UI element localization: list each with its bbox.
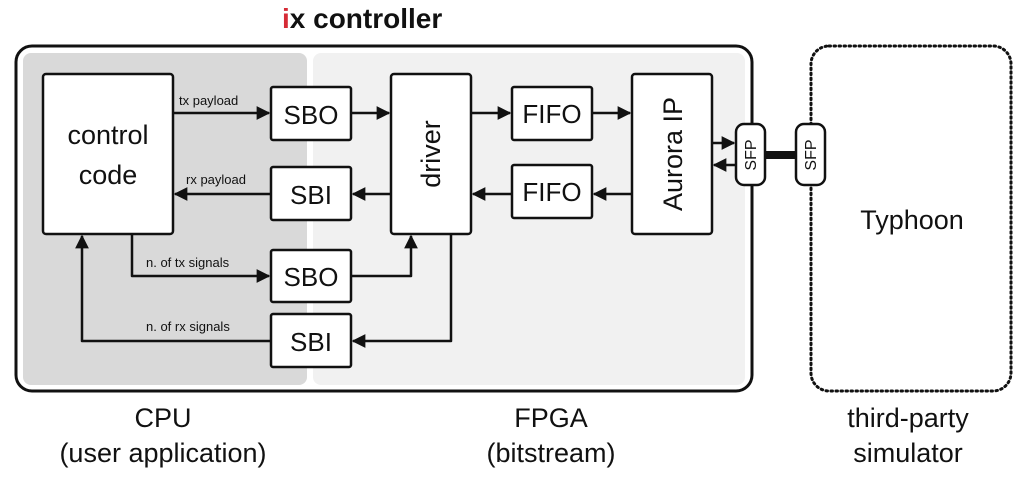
tx-signals-arrow [130, 234, 271, 283]
control-code-label-2: code [79, 160, 138, 190]
simulator-caption: third-party [847, 403, 969, 433]
driver-to-sbi-signals-arrow [351, 234, 453, 348]
tx-signals-label: n. of tx signals [146, 255, 230, 270]
rx-signals-label: n. of rx signals [146, 319, 230, 334]
diagram-title: ix controller [282, 3, 442, 34]
driver-label: driver [416, 120, 446, 188]
control-code-label-1: control [67, 120, 148, 150]
sfp-remote-label: SFP [803, 139, 820, 170]
sbo-payload-label: SBO [284, 100, 339, 130]
sfp-local-label: SFP [743, 139, 760, 170]
title-rest: x controller [290, 3, 443, 34]
rx-payload-label: rx payload [186, 172, 246, 187]
sbo-signals-label: SBO [284, 262, 339, 292]
control-code-block[interactable] [41, 72, 175, 236]
aurora-ip-block[interactable] [630, 72, 714, 236]
cpu-caption: CPU [134, 403, 191, 433]
cpu-subcaption: (user application) [59, 438, 266, 468]
sfp-remote-port[interactable] [794, 122, 827, 187]
fifo-tx-label: FIFO [522, 99, 581, 129]
simulator-subcaption: simulator [853, 438, 963, 468]
fifo-rx-label: FIFO [522, 177, 581, 207]
tx-payload-label: tx payload [179, 93, 238, 108]
title-prefix: i [282, 3, 290, 34]
aurora-ip-label: Aurora IP [658, 97, 688, 211]
fpga-subcaption: (bitstream) [486, 438, 615, 468]
fifo-rx-block[interactable] [510, 163, 594, 220]
rx-signals-arrow [75, 234, 271, 343]
sbo-signals-to-driver-arrow [351, 234, 418, 278]
simulator-frame [809, 44, 1013, 393]
typhoon-label: Typhoon [860, 205, 964, 235]
sbi-payload-label: SBI [290, 180, 332, 210]
sfp-local-port[interactable] [734, 122, 767, 187]
driver-block[interactable] [389, 72, 473, 236]
sbi-signals-label: SBI [290, 327, 332, 357]
fpga-caption: FPGA [514, 403, 588, 433]
